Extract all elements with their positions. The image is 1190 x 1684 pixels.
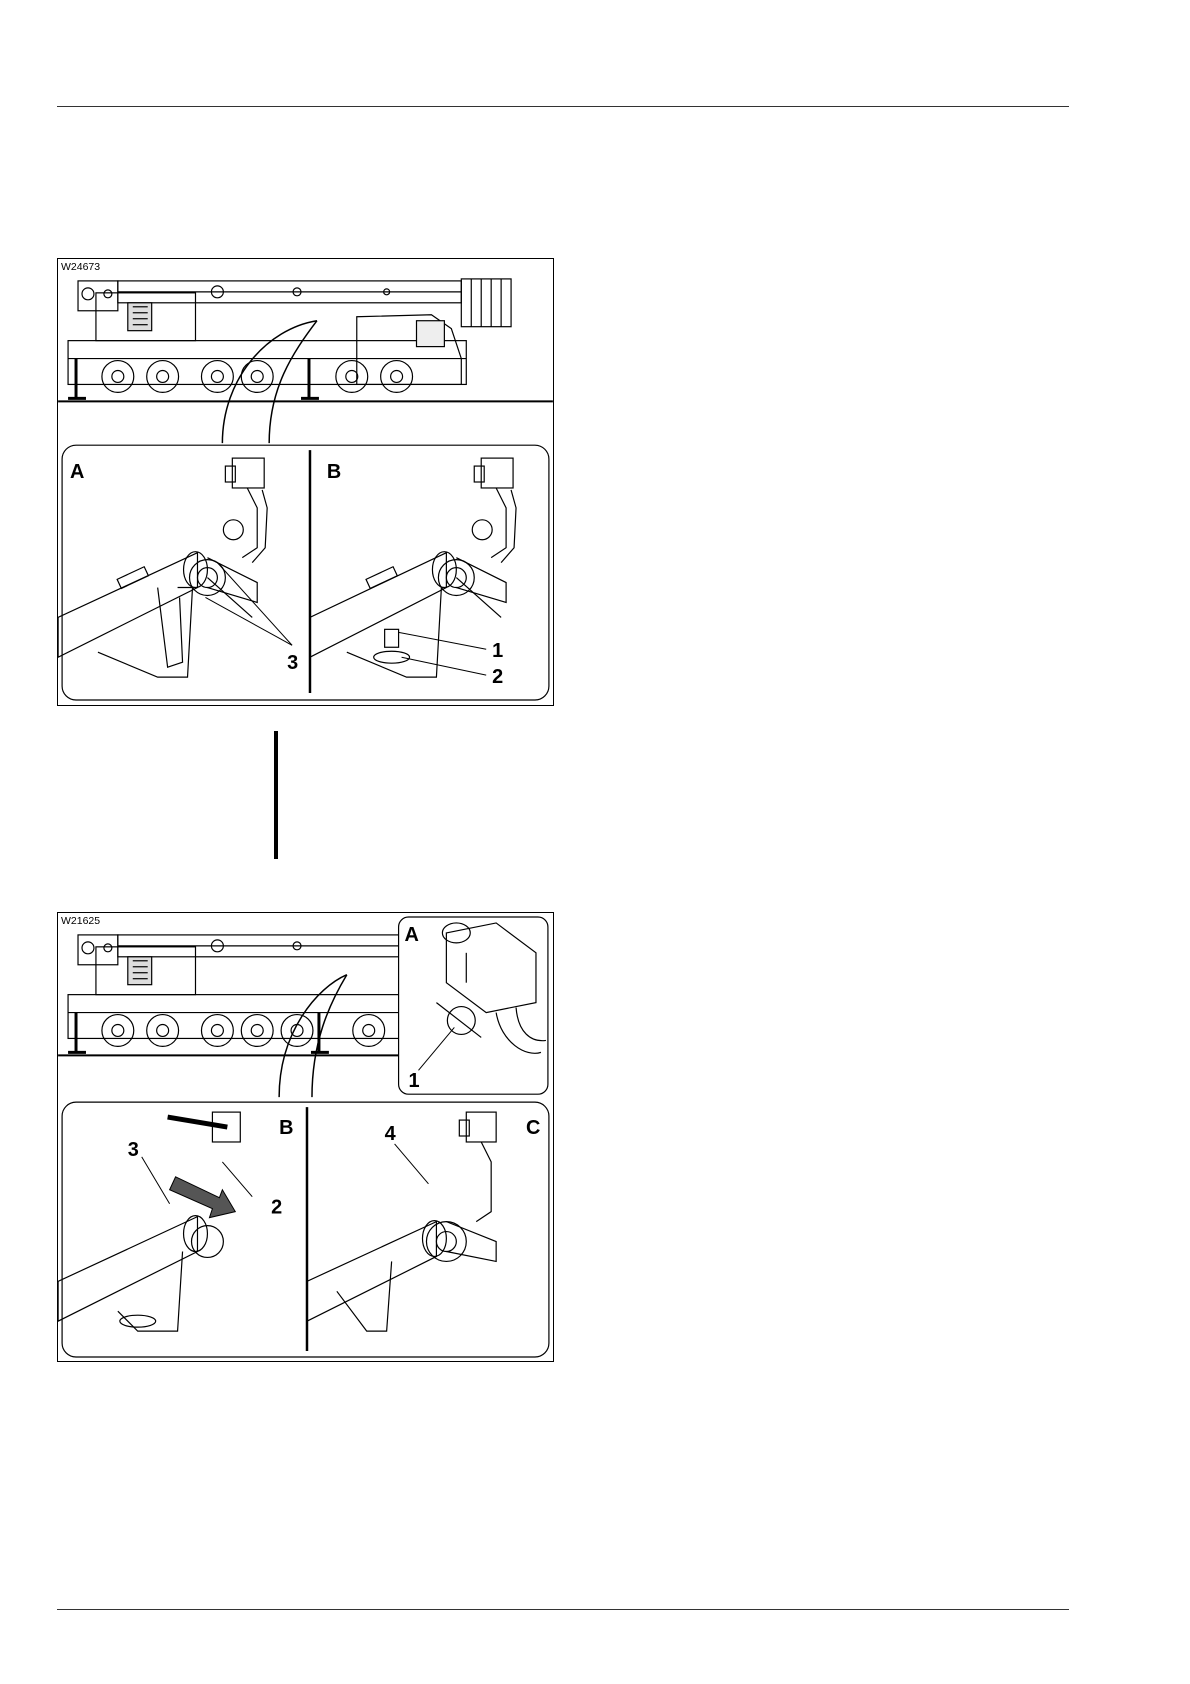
callout-4: 4 — [385, 1123, 396, 1145]
callout-1: 1 — [492, 640, 503, 662]
panel-b-label: B — [279, 1117, 293, 1139]
panel-b-label: B — [327, 461, 341, 483]
panel-a-label: A — [70, 461, 84, 483]
crane-overview — [58, 279, 553, 443]
callout-3: 3 — [128, 1139, 139, 1161]
panel-a-label: A — [405, 924, 419, 946]
footer-rule — [57, 1609, 1069, 1610]
callout-3: 3 — [287, 652, 298, 674]
figure-1-illustration: A B 3 1 2 — [58, 259, 553, 705]
change-bar — [274, 731, 278, 859]
callout-2: 2 — [492, 666, 503, 688]
figure-w21625: A B C 1 3 2 4 W21625 — [57, 912, 554, 1362]
figure-id: W24673 — [61, 261, 100, 273]
figure-w24673: A B 3 1 2 W24673 — [57, 258, 554, 706]
crane-overview — [58, 935, 416, 1097]
figure-2-illustration: A B C 1 3 2 4 — [58, 913, 553, 1361]
wheels — [102, 361, 413, 393]
callout-1: 1 — [409, 1070, 420, 1092]
figure-id: W21625 — [61, 915, 100, 927]
panel-c-label: C — [526, 1117, 540, 1139]
header-rule — [57, 106, 1069, 107]
callout-2: 2 — [271, 1197, 282, 1219]
